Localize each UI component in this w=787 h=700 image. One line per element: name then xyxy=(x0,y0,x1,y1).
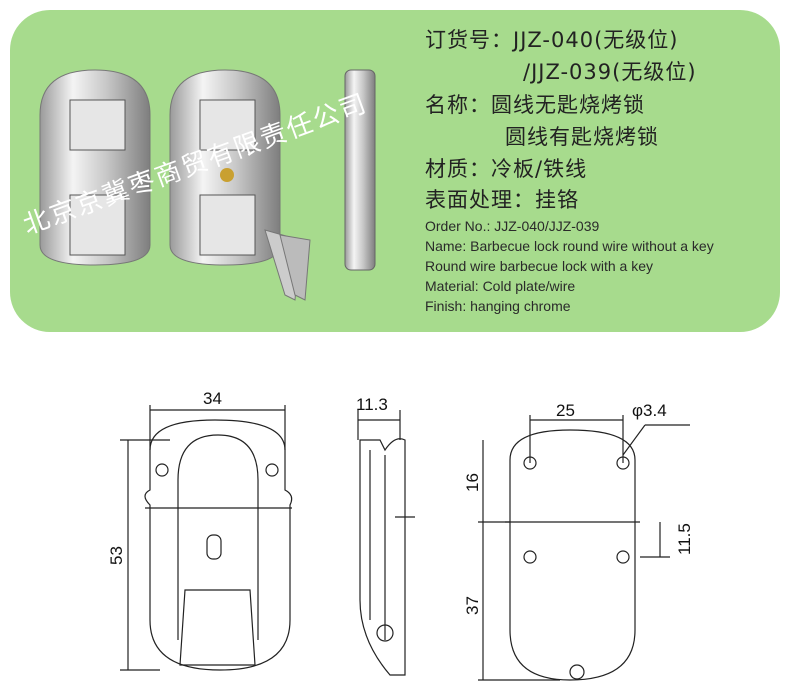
dim-mid: 11.5 xyxy=(675,523,694,555)
finish-cn: 表面处理：挂铬 xyxy=(425,188,579,212)
finish-en: Finish: hanging chrome xyxy=(425,298,571,314)
product-photos xyxy=(39,69,376,301)
name-cn: 名称：圆线无匙烧烤锁 xyxy=(425,93,645,117)
dim-height: 53 xyxy=(107,546,126,565)
front-view-drawing xyxy=(120,405,293,671)
lock-with-key-photo xyxy=(169,69,311,301)
dim-hole-diameter: φ3.4 xyxy=(632,401,667,420)
dim-bottom: 37 xyxy=(463,596,482,615)
order-number-en: Order No.: JJZ-040/JJZ-039 xyxy=(425,218,600,234)
dim-width: 34 xyxy=(203,389,222,408)
dim-top: 16 xyxy=(463,473,482,492)
lock-side-view-photo xyxy=(344,69,376,271)
side-view-drawing xyxy=(357,410,415,676)
material-cn: 材质：冷板/铁线 xyxy=(425,157,588,181)
name-cn-2: 圆线有匙烧烤锁 xyxy=(505,125,659,149)
back-view-drawing xyxy=(478,415,690,681)
name-en: Name: Barbecue lock round wire without a… xyxy=(425,238,714,254)
order-number-cn: 订货号：JJZ-040(无级位) xyxy=(425,28,679,52)
dim-hole-spacing: 25 xyxy=(556,401,575,420)
lock-without-key-photo xyxy=(39,69,151,266)
name-en-2: Round wire barbecue lock with a key xyxy=(425,258,654,274)
order-number-cn-2: /JJZ-039(无级位) xyxy=(523,60,697,84)
dim-depth: 11.3 xyxy=(356,395,388,414)
technical-drawing: 34 53 11.3 25 φ3.4 16 37 11.5 xyxy=(107,389,694,681)
material-en: Material: Cold plate/wire xyxy=(425,278,576,294)
